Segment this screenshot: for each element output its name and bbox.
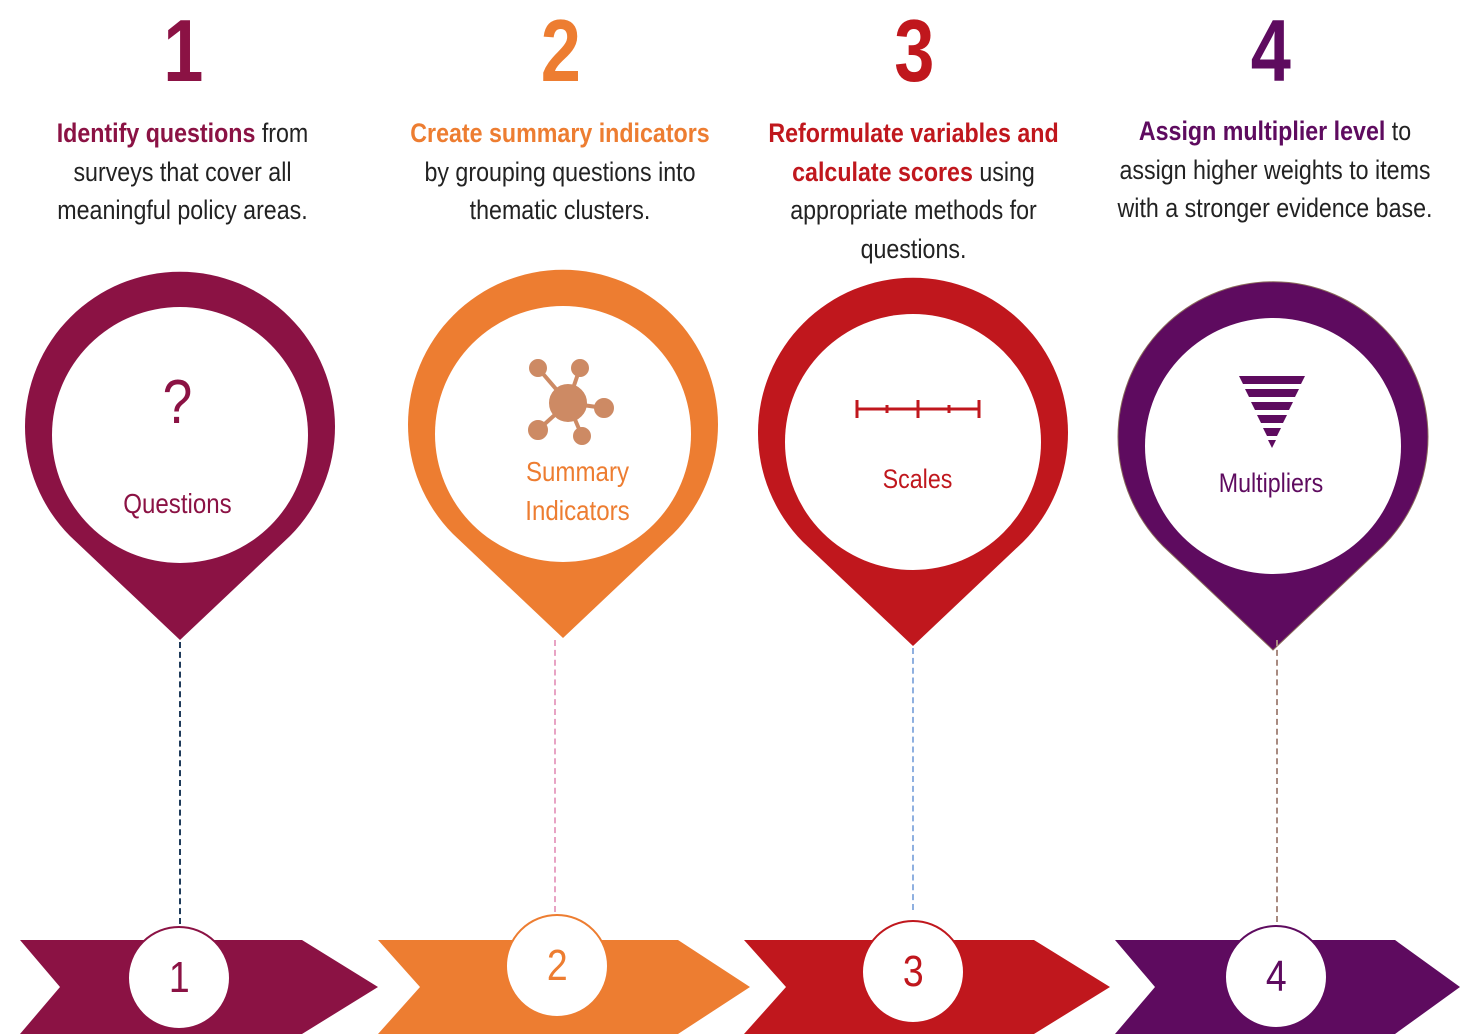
step-circle-number: 1: [168, 953, 190, 1002]
description-highlight: Identify questions: [56, 118, 256, 148]
description-highlight: Create summary indicators: [410, 118, 710, 148]
step-description: Identify questions from surveys that cov…: [26, 114, 340, 230]
step-description: Create summary indicators by grouping qu…: [401, 114, 719, 230]
pin-label: Questions: [123, 488, 232, 519]
step-circle-3: 3: [861, 920, 965, 1024]
description-highlight: Reformulate variables and calculate scor…: [768, 118, 1059, 187]
description-highlight: Assign multiplier level: [1138, 116, 1386, 146]
step-circle-2: 2: [505, 914, 609, 1018]
map-pin-marker: [408, 269, 718, 638]
step-description: Assign multiplier level to assign higher…: [1116, 112, 1434, 228]
dashed-connector: [912, 648, 914, 910]
dashed-connector: [554, 640, 556, 912]
step-number: 1: [163, 1, 203, 100]
description-text: using appropriate methods for questions.: [790, 156, 1037, 264]
dashed-connector: [179, 642, 181, 924]
network-hub-icon: [528, 359, 614, 445]
step-description: Reformulate variables and calculate scor…: [756, 114, 1072, 268]
inverted-triangle-icon: [1239, 376, 1305, 448]
step-4: 4 Assign multiplier level to assign high…: [1090, 0, 1460, 1035]
step-number: 4: [1250, 1, 1291, 100]
step-circle-number: 2: [546, 941, 568, 990]
step-3: 3 Reformulate variables and calculate sc…: [730, 0, 1095, 1035]
pin-label: Scales: [882, 464, 953, 494]
question-mark-icon: ?: [162, 368, 193, 437]
map-pin-marker: [25, 271, 336, 640]
description-text: by grouping questions into thematic clus…: [424, 156, 696, 226]
step-circle-number: 4: [1265, 952, 1287, 1001]
step-circle-4: 4: [1224, 925, 1328, 1029]
pin-label: Summary Indicators: [525, 456, 630, 526]
step-number: 2: [540, 1, 581, 100]
step-number: 3: [894, 1, 934, 100]
map-pin-marker: [1117, 281, 1429, 651]
scale-ruler-icon: [855, 400, 981, 418]
step-2: 2 Create summary indicators by grouping …: [375, 0, 740, 1035]
step-1: 1 Identify questions from surveys that c…: [0, 0, 365, 1035]
description-text: to assign higher weights to items with a…: [1117, 116, 1433, 223]
pin-label: Multipliers: [1218, 468, 1324, 498]
step-circle-1: 1: [127, 926, 231, 1030]
map-pin-marker: [758, 277, 1068, 646]
dashed-connector: [1276, 640, 1278, 922]
description-text: from surveys that cover all meaningful p…: [57, 118, 309, 225]
step-circle-number: 3: [902, 947, 924, 996]
